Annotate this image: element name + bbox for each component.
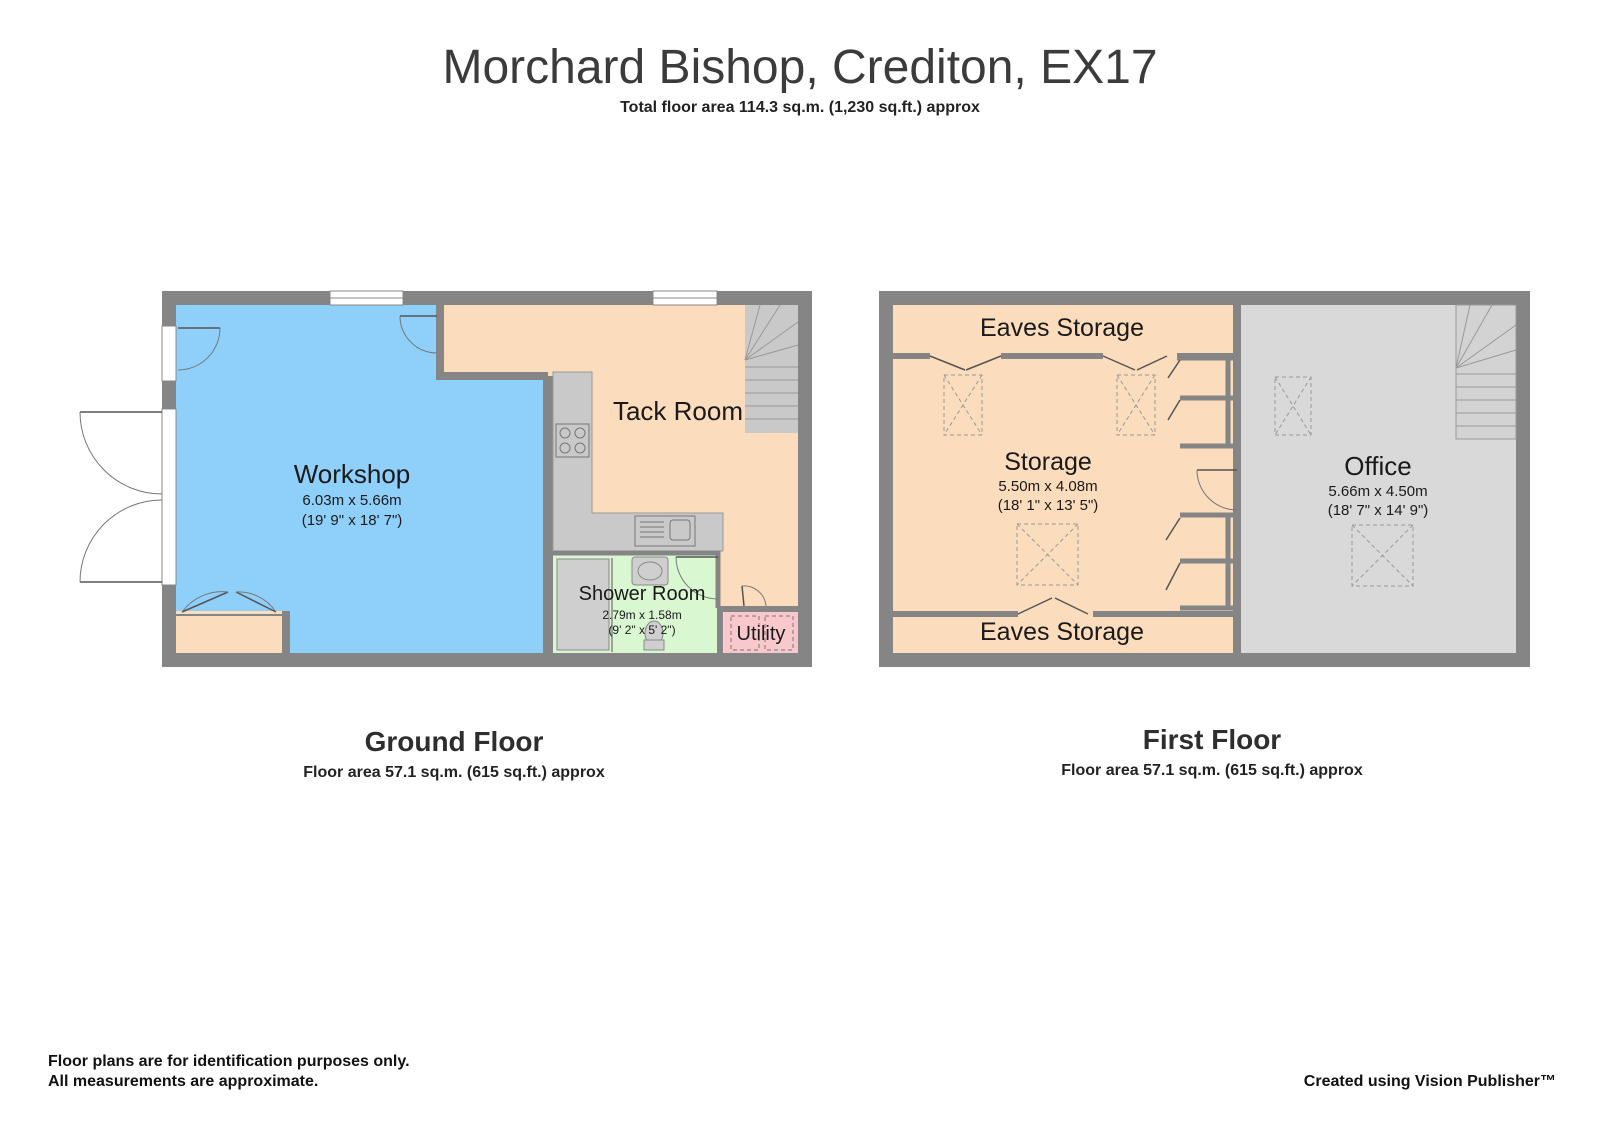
cupboard-doors — [1165, 359, 1181, 591]
shower-tray-icon — [556, 558, 610, 651]
utility-door — [741, 585, 745, 607]
office-label: Office — [1344, 451, 1411, 481]
shower-room-dim-m: 2.79m x 1.58m — [602, 608, 681, 622]
page-title: Morchard Bishop, Crediton, EX17 — [442, 41, 1158, 94]
staircase — [745, 305, 798, 433]
eaves-bottom-door — [1017, 597, 1089, 615]
ground-floor-plan: Workshop 6.03m x 5.66m (19' 9" x 18' 7")… — [79, 290, 812, 667]
storage-area — [893, 305, 1233, 653]
double-door-opening — [161, 408, 177, 586]
eaves-storage-bottom-label: Eaves Storage — [980, 618, 1144, 646]
credit: Created using Vision Publisher™ — [1303, 1073, 1556, 1090]
rooflight-icons — [943, 374, 1414, 587]
workshop-dim-m: 6.03m x 5.66m — [302, 492, 401, 509]
eaves-top-door-left — [929, 355, 1002, 371]
ground-floor-area: Floor area 57.1 sq.m. (615 sq.ft.) appro… — [303, 764, 605, 781]
side-door-opening — [161, 325, 177, 382]
utility-label: Utility — [737, 623, 786, 645]
first-floor-plan: Eaves Storage Storage 5.50m x 4.08m (18'… — [879, 291, 1530, 667]
workshop-room — [176, 305, 548, 653]
storage-dim-m: 5.50m x 4.08m — [998, 478, 1097, 495]
disclaimer-line-1: Floor plans are for identification purpo… — [48, 1053, 410, 1070]
first-floor-title: First Floor — [1142, 724, 1282, 755]
sink-icon — [634, 515, 696, 547]
disclaimer: Floor plans are for identification purpo… — [48, 1052, 410, 1092]
appliance-space — [730, 615, 760, 651]
office-dim-m: 5.66m x 4.50m — [1328, 483, 1427, 500]
office-dim-ft: (18' 7" x 14' 9") — [1328, 502, 1429, 519]
workshop-dim-ft: (19' 9" x 18' 7") — [302, 512, 403, 529]
basin-icon — [631, 556, 669, 586]
shower-room-label: Shower Room — [579, 583, 706, 605]
office-staircase — [1455, 304, 1517, 440]
disclaimer-line-2: All measurements are approximate. — [48, 1073, 319, 1090]
hob-icon — [555, 423, 590, 458]
shower-room-dim-ft: (9' 2" x 5' 2") — [608, 623, 675, 637]
storage-label: Storage — [1004, 448, 1092, 476]
eaves-top-door-right — [1102, 355, 1168, 371]
tack-room-label: Tack Room — [613, 396, 743, 426]
eaves-storage-top-label: Eaves Storage — [980, 314, 1144, 342]
store-door — [181, 591, 229, 613]
workshop-label: Workshop — [294, 459, 411, 489]
workshop-store — [176, 618, 282, 653]
workshop-partition-wall — [436, 305, 548, 380]
utility-room — [724, 610, 798, 653]
storage-dim-ft: (18' 1" x 13' 5") — [998, 497, 1099, 514]
ground-floor-title: Ground Floor — [364, 726, 544, 757]
first-floor-area: Floor area 57.1 sq.m. (615 sq.ft.) appro… — [1061, 762, 1363, 779]
total-floor-area: Total floor area 114.3 sq.m. (1,230 sq.f… — [620, 99, 980, 116]
